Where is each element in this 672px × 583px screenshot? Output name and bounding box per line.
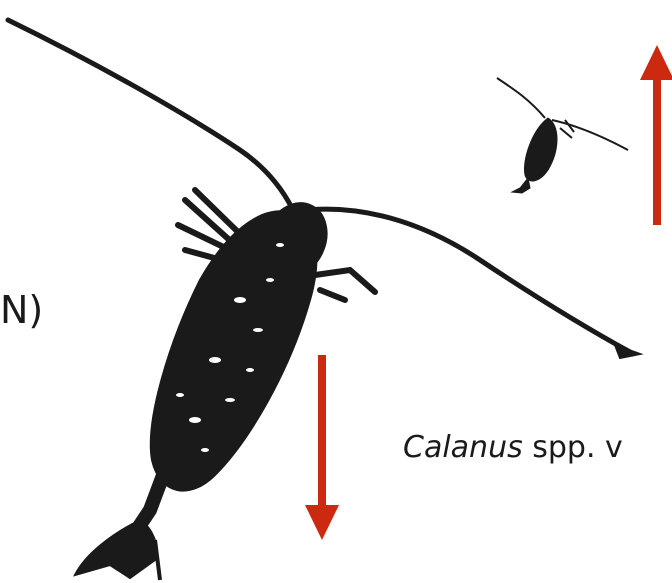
species-caption: Calanus spp. v xyxy=(403,430,623,465)
left-text-fragment: N) xyxy=(0,288,43,332)
caption-genus: Calanus xyxy=(403,430,523,465)
downward-arrow-icon xyxy=(305,355,339,540)
small-copepod-icon xyxy=(497,78,628,193)
caption-rest: spp. v xyxy=(523,430,623,465)
upward-arrow-icon xyxy=(640,45,672,225)
